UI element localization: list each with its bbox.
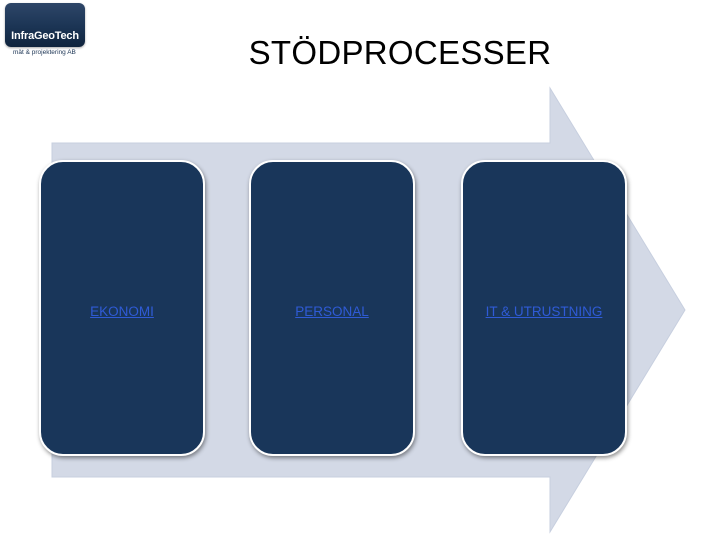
slide-title: STÖDPROCESSER (248, 34, 552, 71)
process-step-link[interactable]: IT & UTRUSTNING (485, 304, 603, 319)
logo-name: InfraGeoTech (11, 30, 79, 42)
process-step-ekonomi[interactable]: EKONOMI (39, 160, 205, 456)
company-logo: InfraGeoTech mät & projektering AB (5, 3, 85, 63)
logo-tagline: mät & projektering AB (13, 49, 76, 56)
process-step-link[interactable]: PERSONAL (295, 304, 369, 319)
process-step-it-utrustning[interactable]: IT & UTRUSTNING (461, 160, 627, 456)
process-step-personal[interactable]: PERSONAL (249, 160, 415, 456)
process-step-link[interactable]: EKONOMI (90, 304, 154, 319)
logo-badge (5, 3, 85, 47)
